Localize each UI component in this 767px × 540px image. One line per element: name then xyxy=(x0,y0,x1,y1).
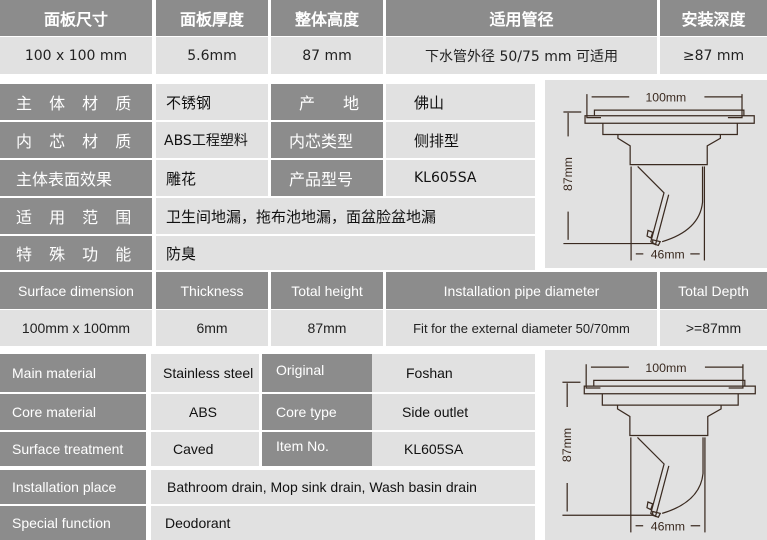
en-usage: Bathroom drain, Mop sink drain, Wash bas… xyxy=(151,470,535,504)
en-label-usage: Installation place xyxy=(0,470,146,504)
cn-value-pipe: 下水管外径 50/75 mm 可适用 xyxy=(386,37,657,74)
en-header-depth: Total Depth xyxy=(660,272,767,309)
cn-function: 防臭 xyxy=(156,236,535,270)
cn-surface: 雕花 xyxy=(156,160,268,196)
en-label-main-material: Main material xyxy=(0,354,146,392)
drain-dimension-drawing: 100mm 87mm 46mm xyxy=(560,361,756,534)
cn-core-material: ABS工程塑料 xyxy=(156,122,268,158)
cn-core-type: 侧排型 xyxy=(386,122,535,158)
outlet-dimension-label: 46mm xyxy=(651,520,685,534)
cn-value-size: 100 x 100 mm xyxy=(0,37,152,74)
en-label-core-material: Core material xyxy=(0,394,146,430)
en-main-material: Stainless steel xyxy=(151,354,259,392)
en-surface: Caved xyxy=(151,432,259,466)
cn-label-origin: 产 地 xyxy=(271,84,383,120)
width-dimension-label: 100mm xyxy=(645,91,686,105)
en-value-size: 100mm x 100mm xyxy=(0,310,152,346)
en-origin: Foshan xyxy=(372,354,535,392)
en-label-function: Special function xyxy=(0,506,146,540)
cn-value-depth: ≥87 mm xyxy=(660,37,767,74)
en-header-pipe: Installation pipe diameter xyxy=(386,272,657,309)
cn-header-pipe: 适用管径 xyxy=(386,0,657,36)
en-header-height: Total height xyxy=(271,272,383,309)
en-core-type: Side outlet xyxy=(372,394,535,430)
en-value-height: 87mm xyxy=(271,310,383,346)
cn-header-size: 面板尺寸 xyxy=(0,0,152,36)
height-dimension-label: 87mm xyxy=(561,157,575,191)
height-dimension-label: 87mm xyxy=(560,428,574,462)
cn-label-core-material: 内 芯 材 质 xyxy=(0,122,152,158)
cn-header-height: 整体高度 xyxy=(271,0,383,36)
en-label-origin: Original xyxy=(262,354,372,392)
cn-header-depth: 安装深度 xyxy=(660,0,767,36)
cn-value-height: 87 mm xyxy=(271,37,383,74)
en-value-depth: >=87mm xyxy=(660,310,767,346)
en-value-pipe: Fit for the external diameter 50/70mm xyxy=(386,310,657,346)
cn-label-main-material: 主 体 材 质 xyxy=(0,84,152,120)
cn-label-function: 特 殊 功 能 xyxy=(0,236,152,270)
cn-header-thickness: 面板厚度 xyxy=(156,0,268,36)
cn-origin: 佛山 xyxy=(386,84,535,120)
en-header-thickness: Thickness xyxy=(156,272,268,309)
cn-value-thickness: 5.6mm xyxy=(156,37,268,74)
cn-label-core-type: 内芯类型 xyxy=(271,122,383,158)
en-core-material: ABS xyxy=(151,394,259,430)
outlet-dimension-label: 46mm xyxy=(651,248,685,262)
cn-label-model: 产品型号 xyxy=(271,160,383,196)
en-label-surface: Surface treatment xyxy=(0,432,146,466)
en-header-size: Surface dimension xyxy=(0,272,152,309)
drain-diagram-top: 100mm 87mm 46mm xyxy=(545,80,767,268)
en-function: Deodorant xyxy=(151,506,535,540)
cn-label-usage: 适 用 范 围 xyxy=(0,198,152,234)
cn-usage: 卫生间地漏，拖布池地漏，面盆脸盆地漏 xyxy=(156,198,535,234)
drain-diagram-bottom: 100mm 87mm 46mm xyxy=(545,350,767,540)
en-label-model: Item No. xyxy=(262,432,372,466)
cn-label-surface: 主体表面效果 xyxy=(0,160,152,196)
en-model: KL605SA xyxy=(372,432,535,466)
cn-main-material: 不锈钢 xyxy=(156,84,268,120)
drain-dimension-drawing: 100mm 87mm 46mm xyxy=(561,91,755,262)
width-dimension-label: 100mm xyxy=(645,361,686,375)
en-label-core-type: Core type xyxy=(262,394,372,430)
en-value-thickness: 6mm xyxy=(156,310,268,346)
cn-model: KL605SA xyxy=(386,160,535,196)
